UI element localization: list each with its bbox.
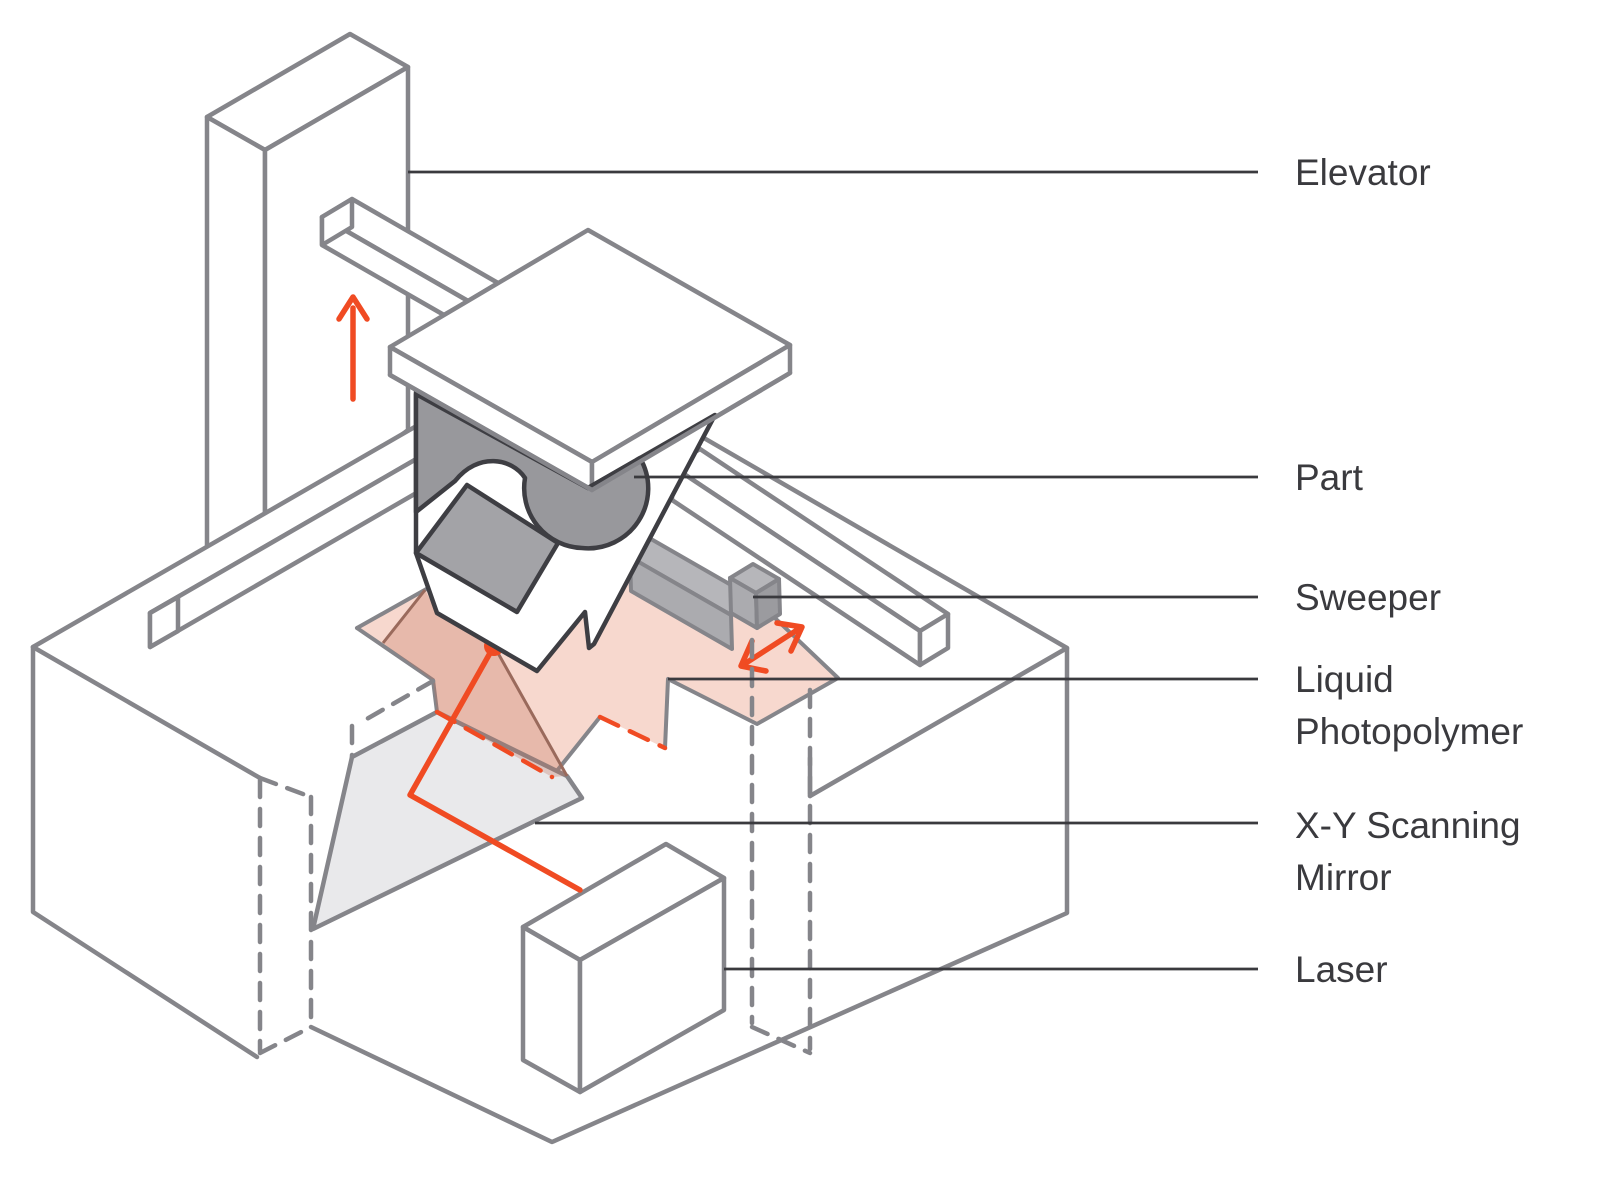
- sweeper-bar: [628, 537, 782, 651]
- label-laser: Laser: [1295, 949, 1388, 990]
- elevator-arm: [319, 196, 501, 318]
- laser-beam: [407, 643, 583, 893]
- vat-front-left-top-edge: [30, 644, 263, 781]
- vat-left-edges: [30, 644, 260, 1060]
- scanning-mirror-plate: [310, 709, 585, 932]
- label-sweeper: Sweeper: [1295, 577, 1441, 618]
- label-elevator: Elevator: [1295, 152, 1431, 193]
- label-part: Part: [1295, 457, 1364, 498]
- labels: Elevator Part Sweeper Liquid Photopolyme…: [1295, 152, 1523, 990]
- right-rim-slab: [669, 446, 951, 668]
- label-mirror-line1: X-Y Scanning: [1295, 805, 1521, 846]
- printed-part: [387, 370, 793, 674]
- elevator-column: [204, 31, 411, 575]
- label-liquid-line2: Photopolymer: [1295, 711, 1523, 752]
- resin-hidden-edge: [434, 709, 668, 780]
- label-liquid-line1: Liquid: [1295, 659, 1394, 700]
- leader-lines: [408, 170, 1258, 971]
- left-rim-slab: [147, 409, 501, 650]
- laser-box: [520, 841, 727, 1095]
- vat-front-right-top-edge: [807, 645, 1070, 799]
- label-mirror-line2: Mirror: [1295, 857, 1392, 898]
- cutaway-hidden-edges: [257, 637, 813, 1056]
- up-arrow-icon: [336, 294, 370, 402]
- sweep-direction-arrow-icon: [738, 620, 805, 674]
